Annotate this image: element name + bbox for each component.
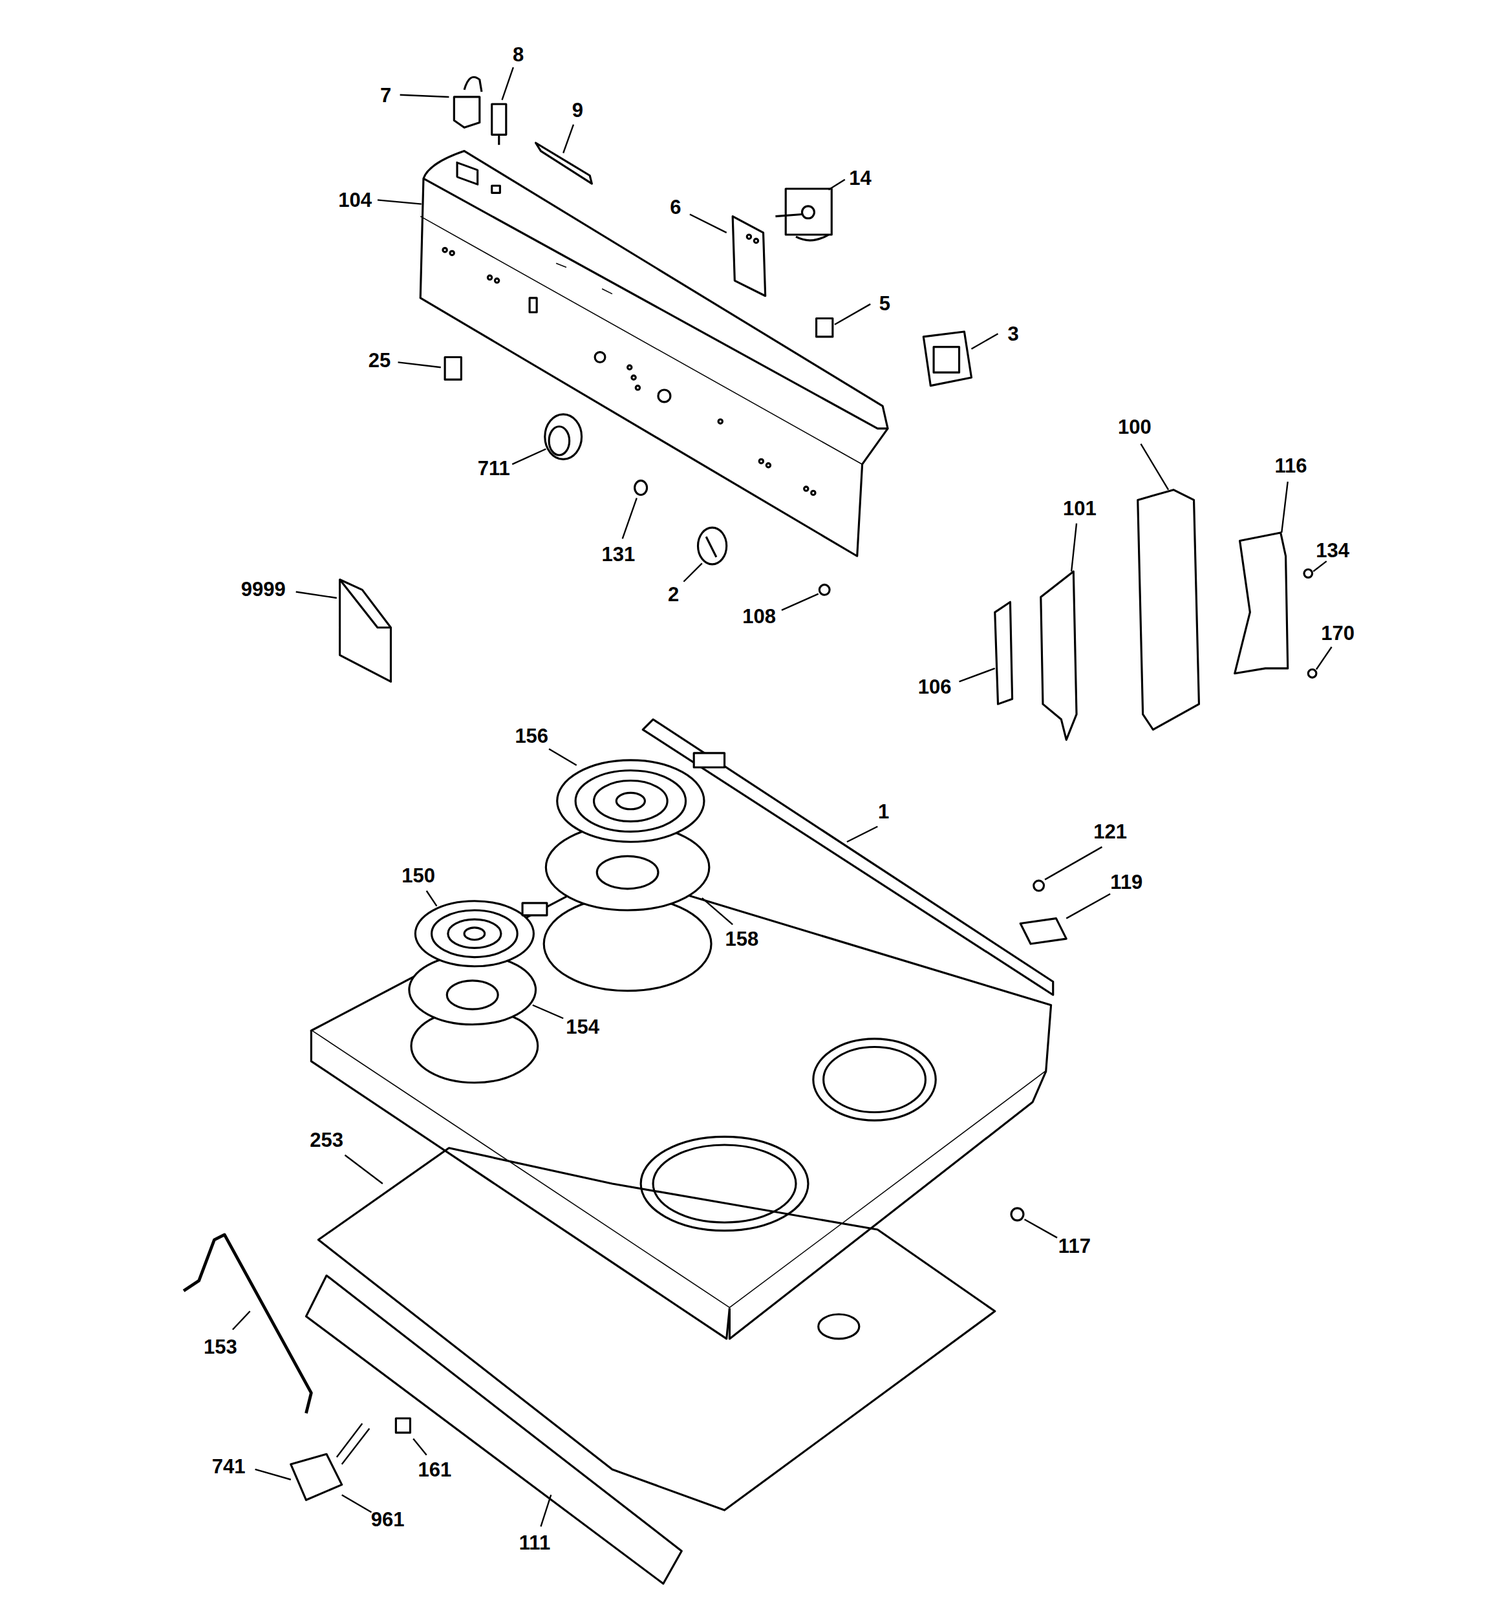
callout-number: 25 [368,350,391,371]
callout-number: 9 [572,100,584,121]
callout-number: 116 [1274,455,1307,476]
callout-number: 8 [512,43,524,65]
callout-number: 6 [669,197,681,218]
callout-number: 108 [742,606,776,627]
callout-number: 14 [848,167,871,188]
callout-number: 9999 [241,578,286,599]
callout-number: 117 [1058,1236,1091,1257]
callout-number: 161 [417,1459,452,1480]
callout-number: 111 [519,1532,551,1554]
callout-number: 154 [565,1016,600,1037]
callout-number: 134 [1315,539,1350,560]
callout-number: 7 [380,84,392,105]
callout-number: 253 [309,1129,344,1150]
callout-number: 156 [514,725,549,746]
callout-number: 170 [1320,622,1355,643]
callout-number: 158 [724,928,759,949]
callout-number: 5 [879,292,891,313]
callout-number: 131 [601,543,636,564]
callout-number: 961 [371,1509,405,1530]
callout-number: 104 [338,190,372,211]
callout-number: 150 [401,865,436,886]
callout-number: 100 [1117,416,1152,437]
callout-number: 121 [1093,821,1127,842]
callout-number: 153 [203,1337,238,1358]
callout-number: 3 [1007,323,1019,344]
callout-number: 1 [878,801,890,822]
callout-number: 711 [477,458,511,479]
callout-number: 101 [1062,497,1097,518]
callout-number: 741 [212,1456,246,1477]
callout-number: 2 [667,583,679,604]
callout-number: 119 [1110,871,1143,892]
callout-number: 106 [918,676,952,697]
